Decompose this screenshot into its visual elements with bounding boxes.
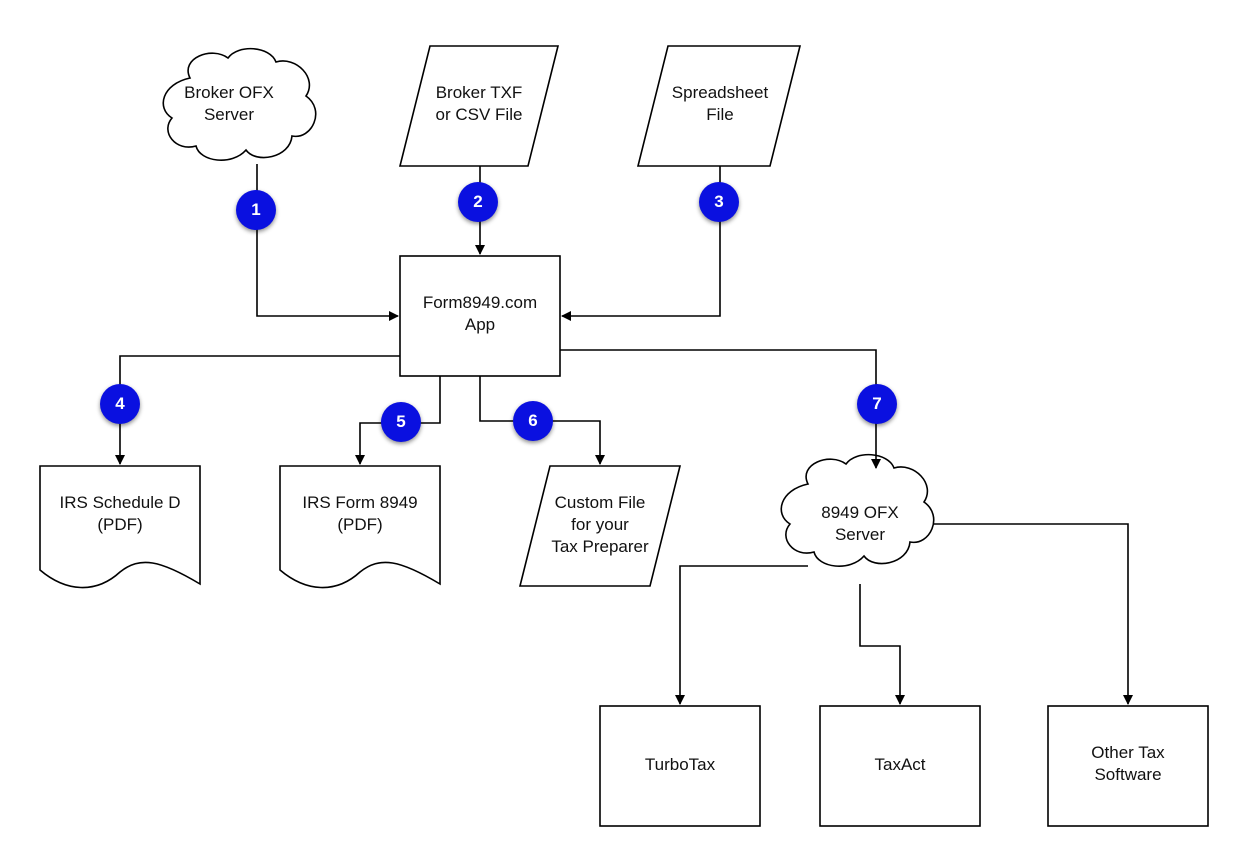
- form-8949-line2: (PDF): [337, 515, 383, 534]
- schedule-d-line2: (PDF): [97, 515, 143, 534]
- other-software-label: Other Tax Software: [1048, 742, 1208, 786]
- broker-txf-label: Broker TXF or CSV File: [419, 82, 539, 126]
- other-software-line1: Other Tax: [1091, 743, 1165, 762]
- taxact-box: [819, 705, 981, 827]
- ofx-8949-label: 8949 OFX Server: [810, 502, 910, 546]
- turbotax-label: TurboTax: [600, 754, 760, 776]
- step-badge-4: 4: [100, 384, 140, 424]
- schedule-d-label: IRS Schedule D (PDF): [40, 492, 200, 536]
- step-badge-7: 7: [857, 384, 897, 424]
- step-badge-2: 2: [458, 182, 498, 222]
- app-label: Form8949.com App: [400, 292, 560, 336]
- turbotax-text: TurboTax: [644, 755, 716, 774]
- other-software-box: [1047, 705, 1209, 827]
- custom-file-line1: Custom File: [554, 493, 646, 512]
- step-badge-5: 5: [381, 402, 421, 442]
- spreadsheet-label: Spreadsheet File: [660, 82, 780, 126]
- ofx-8949-line2: Server: [834, 525, 886, 544]
- ofx-8949-cloud-shape: [780, 453, 935, 567]
- connector-turbotax: [675, 565, 808, 705]
- step-badge-3: 3: [699, 182, 739, 222]
- custom-file-shape: [518, 465, 682, 587]
- form-8949-label: IRS Form 8949 (PDF): [280, 492, 440, 536]
- connector-1: [256, 164, 399, 321]
- broker-txf-line1: Broker TXF: [435, 83, 523, 102]
- connector-3: [561, 166, 721, 321]
- custom-file-line2: for your: [571, 515, 629, 534]
- connector-4: [115, 355, 400, 465]
- form-8949-document-shape: [279, 465, 441, 589]
- schedule-d-document-shape: [39, 465, 201, 589]
- app-line2: App: [464, 315, 496, 334]
- turbotax-box: [599, 705, 761, 827]
- custom-file-label: Custom File for your Tax Preparer: [540, 492, 660, 558]
- spreadsheet-line2: File: [706, 105, 734, 124]
- other-software-line2: Software: [1094, 765, 1162, 784]
- spreadsheet-file-shape: [636, 45, 802, 167]
- app-line1: Form8949.com: [422, 293, 538, 312]
- broker-txf-line2: or CSV File: [435, 105, 523, 124]
- step-badge-1: 1: [236, 190, 276, 230]
- broker-ofx-label: Broker OFX Server: [179, 82, 279, 126]
- connector-other: [934, 523, 1133, 705]
- connector-7: [560, 349, 881, 469]
- broker-ofx-cloud-shape: [162, 47, 317, 161]
- taxact-label: TaxAct: [820, 754, 980, 776]
- schedule-d-line1: IRS Schedule D: [59, 493, 181, 512]
- broker-txf-file-shape: [398, 45, 560, 167]
- broker-ofx-line2: Server: [203, 105, 255, 124]
- custom-file-line3: Tax Preparer: [551, 537, 649, 556]
- form-8949-line1: IRS Form 8949: [302, 493, 418, 512]
- broker-ofx-line1: Broker OFX: [184, 83, 274, 102]
- connector-taxact: [859, 584, 905, 705]
- spreadsheet-line1: Spreadsheet: [671, 83, 769, 102]
- ofx-8949-line1: 8949 OFX: [821, 503, 899, 522]
- taxact-text: TaxAct: [874, 755, 926, 774]
- step-badge-6: 6: [513, 401, 553, 441]
